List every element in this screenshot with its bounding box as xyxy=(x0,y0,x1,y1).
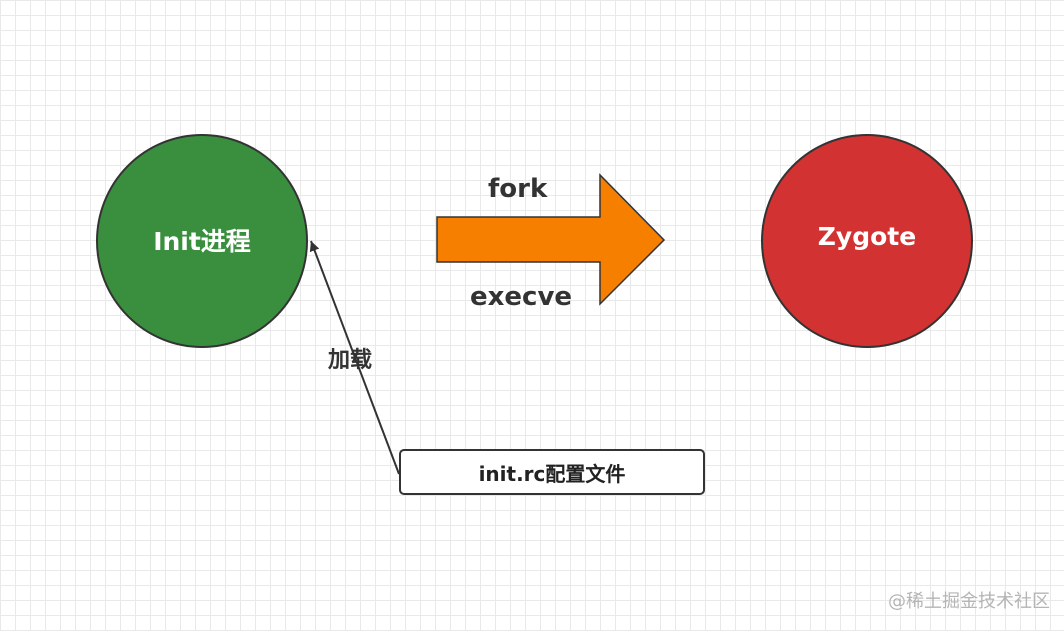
fork-label: fork xyxy=(488,174,548,204)
config-file-node[interactable]: init.rc配置文件 xyxy=(399,449,705,495)
config-file-label: init.rc配置文件 xyxy=(478,461,626,486)
execve-label: execve xyxy=(470,282,573,312)
zygote-label: Zygote xyxy=(817,222,917,251)
load-label: 加载 xyxy=(328,348,373,373)
load-arrow[interactable] xyxy=(309,240,400,475)
watermark: @稀土掘金技术社区 xyxy=(888,591,1050,612)
fork-arrow[interactable] xyxy=(436,173,666,306)
zygote-node[interactable] xyxy=(761,134,973,348)
init-process-label: Init进程 xyxy=(153,227,251,256)
init-process-node[interactable] xyxy=(96,134,308,348)
